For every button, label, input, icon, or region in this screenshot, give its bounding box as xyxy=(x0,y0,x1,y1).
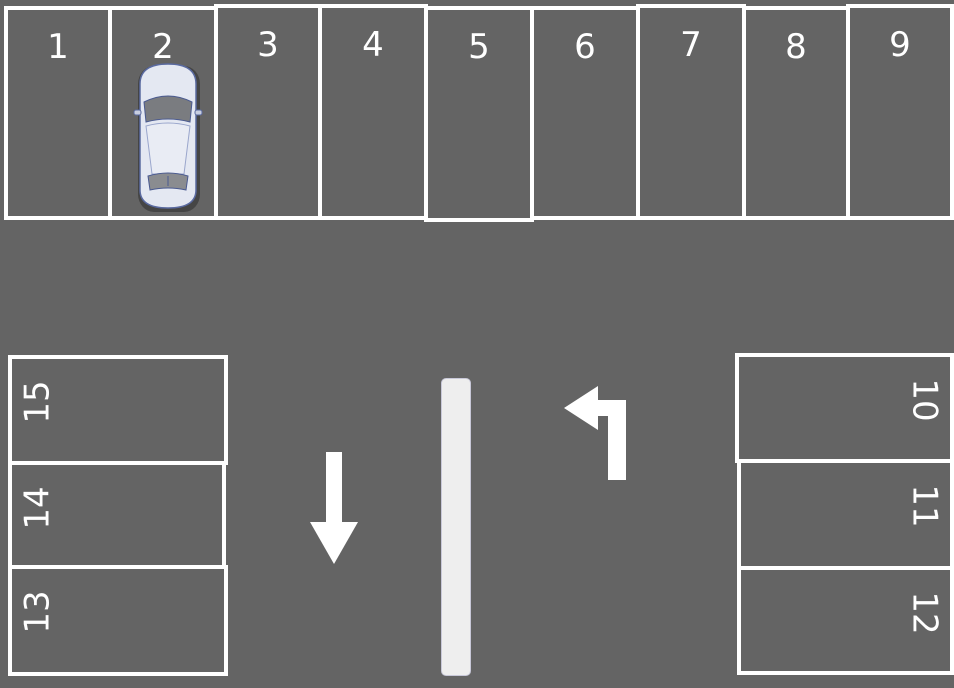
spot-number: 7 xyxy=(680,25,702,65)
arrow-down-icon xyxy=(310,452,358,564)
spot-number: 8 xyxy=(785,27,807,67)
parking-spot-14[interactable]: 14 xyxy=(8,461,226,569)
parking-spot-10[interactable]: 10 xyxy=(735,353,954,463)
parking-spot-6[interactable]: 6 xyxy=(530,6,640,220)
spot-number: 15 xyxy=(16,380,59,423)
car-icon xyxy=(133,63,203,212)
parking-spot-15[interactable]: 15 xyxy=(8,355,228,465)
parking-spot-12[interactable]: 12 xyxy=(737,566,954,675)
spot-number-text: 12 xyxy=(904,591,945,635)
arrow-turn-left-icon xyxy=(564,386,626,480)
spot-number: 13 xyxy=(16,590,59,633)
parking-spot-13[interactable]: 13 xyxy=(8,565,228,676)
parking-spot-7[interactable]: 7 xyxy=(636,4,746,220)
parking-spot-4[interactable]: 4 xyxy=(318,4,428,220)
spot-number: 4 xyxy=(362,25,384,65)
spot-number: 5 xyxy=(468,27,490,67)
lane-divider xyxy=(441,378,471,676)
spot-number: 10 xyxy=(903,378,946,421)
parking-spot-8[interactable]: 8 xyxy=(742,6,850,220)
spot-number: 3 xyxy=(257,25,279,65)
spot-number: 6 xyxy=(574,27,596,67)
spot-number-text: 15 xyxy=(17,380,58,424)
spot-number: 9 xyxy=(889,25,911,65)
parking-spot-11[interactable]: 11 xyxy=(737,459,954,570)
spot-number: 14 xyxy=(16,486,59,529)
parking-spot-9[interactable]: 9 xyxy=(846,4,954,220)
parking-spot-3[interactable]: 3 xyxy=(214,4,322,220)
spot-number-text: 14 xyxy=(17,486,58,530)
parking-spot-5[interactable]: 5 xyxy=(424,6,534,222)
spot-number: 11 xyxy=(903,484,946,527)
parking-spot-1[interactable]: 1 xyxy=(4,6,112,220)
spot-number: 1 xyxy=(47,27,69,67)
spot-number: 12 xyxy=(903,591,946,634)
spot-number-text: 11 xyxy=(904,484,945,528)
spot-number-text: 10 xyxy=(904,378,945,422)
spot-number-text: 13 xyxy=(17,590,58,634)
spot-number: 2 xyxy=(152,27,174,67)
